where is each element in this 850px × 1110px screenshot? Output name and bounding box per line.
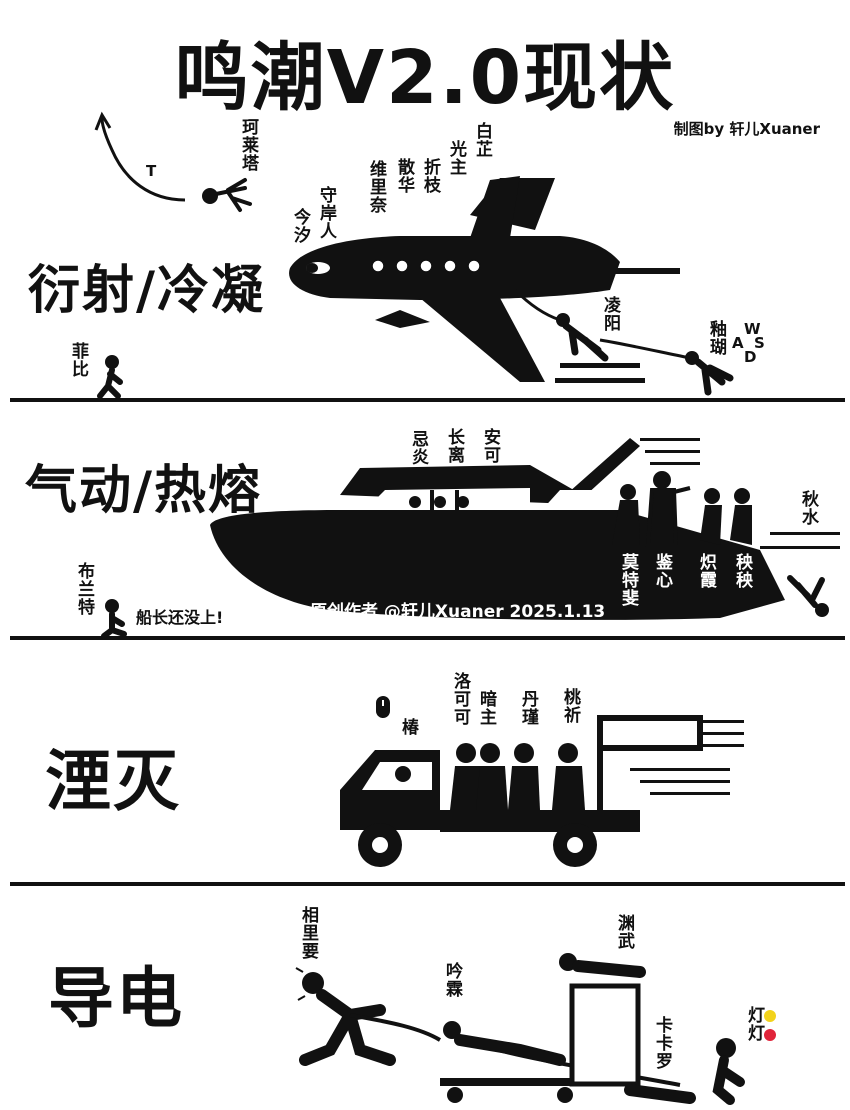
captain-note: 船长还没上! <box>136 608 224 627</box>
label-anzhu: 暗主 <box>476 690 496 726</box>
label-anke: 安可 <box>480 428 500 464</box>
key-s: S <box>754 334 765 352</box>
label-danjin: 丹瑾 <box>518 690 538 726</box>
category-aero-fusion: 气动/热熔 <box>25 461 262 521</box>
label-lingyang: 凌阳 <box>600 296 620 332</box>
brant-figure <box>101 599 127 639</box>
label-weilinai: 维里奈 <box>366 160 386 214</box>
label-youhu: 釉瑚 <box>706 320 726 356</box>
label-yangyang: 秧秧 <box>732 553 752 589</box>
key-a: A <box>732 334 744 352</box>
label-shouanren: 守岸人 <box>316 186 336 240</box>
category-diffraction-glacio: 衍射/冷凝 <box>28 261 265 321</box>
feibi-figure <box>97 355 123 399</box>
label-zhezhi: 折枝 <box>420 158 440 194</box>
label-xiangliyao: 相里要 <box>298 906 318 960</box>
label-luoke: 洛可可 <box>450 672 470 726</box>
label-qiushui: 秋水 <box>798 490 818 526</box>
section-divider <box>10 398 845 402</box>
category-havoc: 湮灭 <box>45 743 181 820</box>
watermark: 原创作者 @轩儿Xuaner 2025.1.13 <box>310 602 606 622</box>
label-jinxi: 今汐 <box>290 208 310 244</box>
label-dengdeng: 灯灯 <box>744 1006 764 1042</box>
dragged-figures <box>513 288 734 396</box>
qiushui-figure <box>787 575 829 617</box>
label-taoqi: 桃祈 <box>560 688 580 724</box>
label-chixia: 炽霞 <box>696 553 716 589</box>
truck <box>340 696 744 867</box>
label-jianxin: 鉴心 <box>652 553 672 589</box>
label-guangzhu: 光主 <box>446 140 466 176</box>
electro-scene <box>295 953 776 1105</box>
key-d: D <box>744 348 757 366</box>
label-kakaluo: 卡卡罗 <box>652 1016 672 1070</box>
kelaita-figure <box>94 111 252 212</box>
label-t: T <box>146 162 157 180</box>
page-title: 鸣潮V2.0现状 <box>174 35 676 121</box>
label-changli: 长离 <box>444 428 464 464</box>
label-brant: 布兰特 <box>74 562 94 616</box>
key-w: W <box>744 320 761 338</box>
label-chun: 椿 <box>398 718 418 736</box>
section-divider <box>10 882 845 886</box>
label-yuanwu: 渊武 <box>614 914 634 950</box>
label-kelaita: 珂莱塔 <box>238 118 258 172</box>
label-jiyan: 忌炎 <box>408 430 428 466</box>
label-moteisi: 莫特斐 <box>618 553 638 607</box>
label-baizhi: 白芷 <box>472 122 492 158</box>
yacht <box>210 438 840 620</box>
airplane <box>289 176 680 383</box>
section-divider <box>10 636 845 640</box>
credit-text: 制图by 轩儿Xuaner <box>673 120 820 138</box>
category-electro: 导电 <box>48 960 184 1037</box>
label-yinlin: 吟霖 <box>442 962 462 998</box>
label-sanhua: 散华 <box>394 158 414 194</box>
label-feibi: 菲比 <box>68 342 88 378</box>
